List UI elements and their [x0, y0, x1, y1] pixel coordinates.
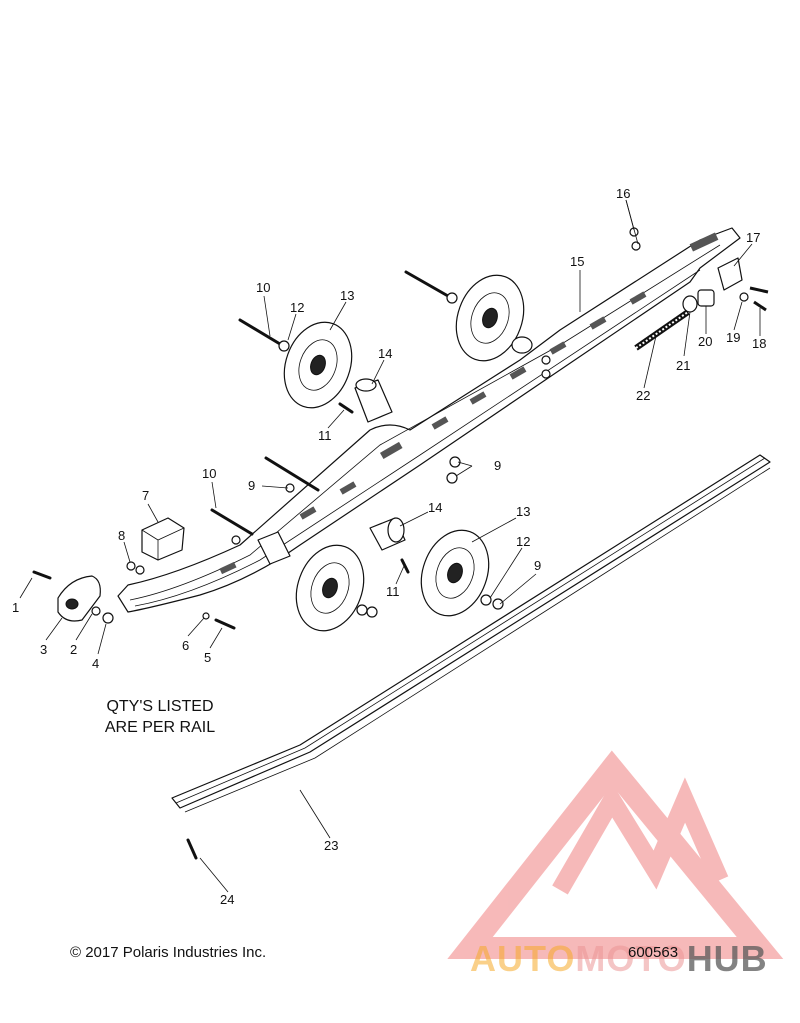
rear-end-bracket — [717, 257, 743, 291]
callout-22: 22 — [636, 388, 650, 403]
callout-19: 19 — [726, 330, 740, 345]
watermark-logo — [447, 750, 784, 959]
sleeve-20 — [697, 289, 715, 307]
nuts-and-washers — [91, 227, 641, 624]
callout-14b: 14 — [428, 500, 442, 515]
callout-5: 5 — [204, 650, 211, 665]
callout-17: 17 — [746, 230, 760, 245]
callout-9b: 9 — [494, 458, 501, 473]
bumper-block — [141, 517, 185, 561]
callout-23: 23 — [324, 838, 338, 853]
quantity-note-line2: ARE PER RAIL — [104, 719, 216, 736]
callout-4: 4 — [92, 656, 99, 671]
callout-13a: 13 — [340, 288, 354, 303]
callout-24: 24 — [220, 892, 234, 907]
watermark-part1: AUTO — [470, 938, 576, 979]
watermark-part2: MOTO — [575, 938, 687, 979]
spacer-lower — [369, 517, 406, 551]
callout-12a: 12 — [290, 300, 304, 315]
callout-8: 8 — [118, 528, 125, 543]
callout-10a: 10 — [256, 280, 270, 295]
callout-14a: 14 — [378, 346, 392, 361]
idler-wheel-upper-right — [455, 274, 525, 362]
spring-pin — [634, 309, 690, 351]
callout-9c: 9 — [534, 558, 541, 573]
callout-2: 2 — [70, 642, 77, 657]
callout-labels: 1 2 3 4 5 6 7 8 9 9 9 10 10 11 11 12 12 … — [12, 186, 766, 907]
idler-wheel-lower-right — [420, 529, 490, 617]
quantity-note-line1: QTY'S LISTED — [106, 698, 214, 715]
callout-20: 20 — [698, 334, 712, 349]
nut-21 — [682, 295, 698, 313]
figure-number: 600563 — [628, 944, 679, 961]
callout-11a: 11 — [318, 428, 332, 443]
washer-19 — [739, 292, 749, 302]
spacer-upper — [354, 378, 393, 423]
axle-boss-right — [511, 336, 533, 354]
callout-13b: 13 — [516, 504, 530, 519]
copyright-text: © 2017 Polaris Industries Inc. — [70, 944, 267, 961]
wear-strip — [171, 454, 771, 813]
idler-wheel-upper-left — [283, 321, 353, 409]
callout-9a: 9 — [248, 478, 255, 493]
callout-15: 15 — [570, 254, 584, 269]
callout-7: 7 — [142, 488, 149, 503]
callout-10b: 10 — [202, 466, 216, 481]
idler-wheel-lower-left — [295, 544, 365, 632]
watermark-part3: HUB — [686, 938, 768, 979]
quantity-note: QTY'S LISTED ARE PER RAIL — [70, 696, 250, 738]
slide-rail — [117, 227, 741, 613]
watermark-brand: AUTOMOTOHUB — [470, 938, 768, 980]
hardware — [32, 270, 450, 860]
callout-12b: 12 — [516, 534, 530, 549]
bolt-18b — [749, 286, 769, 294]
callout-16: 16 — [616, 186, 630, 201]
axle-boss-left — [257, 531, 291, 565]
callout-3: 3 — [40, 642, 47, 657]
callout-21: 21 — [676, 358, 690, 373]
rail-tip-cap — [57, 575, 101, 622]
callout-18: 18 — [752, 336, 766, 351]
callout-11b: 11 — [386, 584, 400, 599]
leader-lines — [19, 199, 761, 893]
callout-1: 1 — [12, 600, 19, 615]
bolt-18 — [753, 300, 767, 312]
callout-6: 6 — [182, 638, 189, 653]
